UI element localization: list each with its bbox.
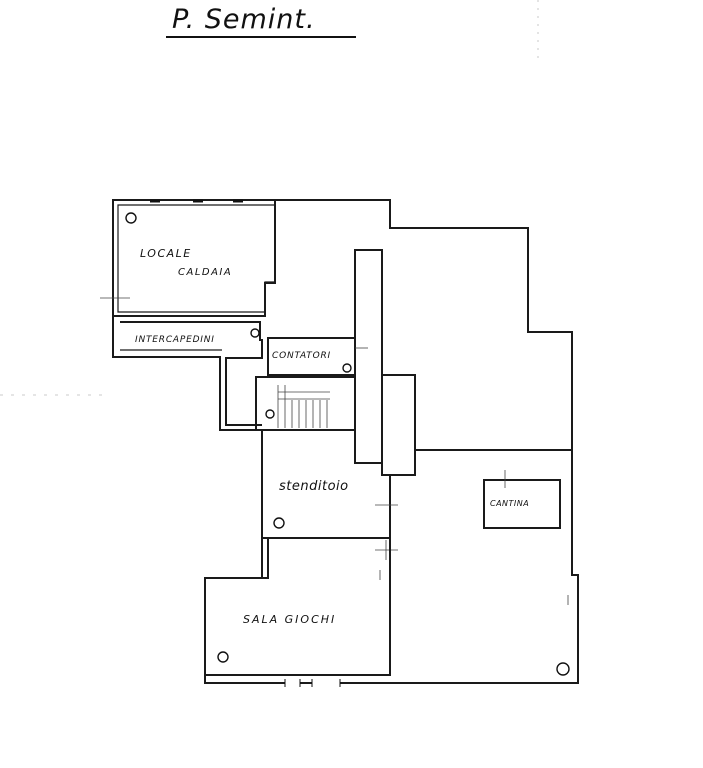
- sala-giochi-door-marks: [284, 679, 341, 687]
- outer-perimeter-wall: [112, 199, 579, 684]
- label-sala-giochi: SALA GIOCHI: [243, 613, 336, 626]
- page-title: P. Semint.: [172, 4, 316, 35]
- label-cantina: CANTINA: [490, 499, 529, 508]
- intercapedini-corridor: [120, 321, 263, 426]
- gas-symbol-intercapedini: [250, 328, 260, 338]
- title-underline: [166, 36, 356, 38]
- stenditoio-marks: [375, 504, 398, 560]
- staircase: [255, 376, 356, 431]
- scan-marks: [0, 0, 539, 396]
- cantina-room: [483, 479, 561, 529]
- locale-caldaia-room: [113, 199, 276, 317]
- gas-symbol-stenditoio: [273, 517, 285, 529]
- gas-symbol-contatori: [342, 363, 352, 373]
- gas-symbol-caldaia: [125, 212, 137, 224]
- gas-symbol-sala-giochi: [217, 651, 229, 663]
- gas-symbol-right: [556, 662, 570, 676]
- label-locale: LOCALE: [140, 247, 192, 260]
- right-upper-block: [382, 374, 572, 451]
- gas-symbol-stair: [265, 409, 275, 419]
- sala-giochi-room: [204, 537, 391, 676]
- label-intercapedini: INTERCAPEDINI: [135, 335, 215, 345]
- dimension-ticks: [100, 297, 569, 605]
- label-caldaia: CALDAIA: [178, 267, 232, 278]
- label-stenditoio: stenditoio: [279, 479, 349, 494]
- label-contatori: CONTATORI: [272, 351, 331, 361]
- central-shaft: [354, 249, 383, 464]
